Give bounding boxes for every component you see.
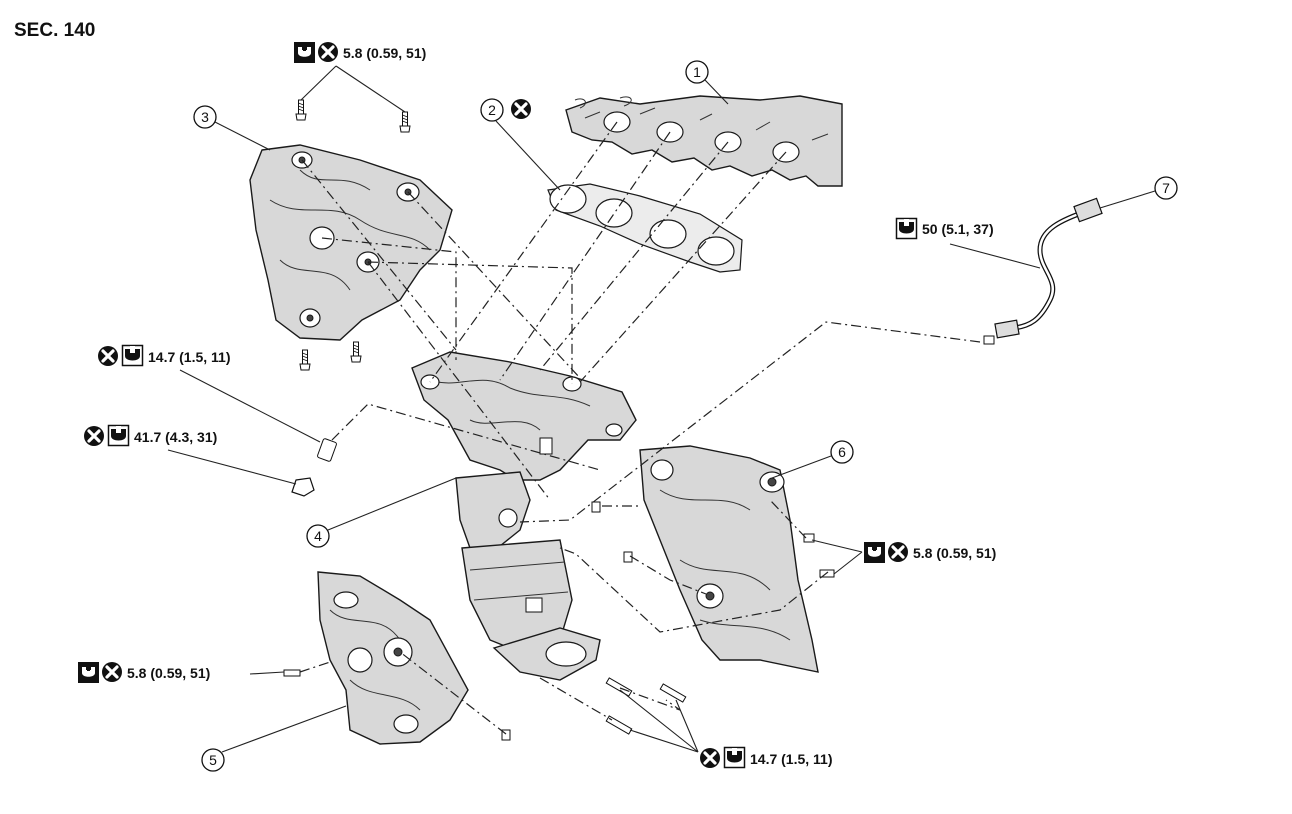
replace-icon (509, 97, 533, 121)
torque-wrench-icon (107, 424, 130, 447)
replace-icon (886, 540, 910, 564)
torque-wrench-icon (895, 217, 918, 240)
hex-socket-icon (78, 662, 99, 683)
callout-2: 2 (480, 97, 561, 191)
replace-icon (82, 424, 106, 448)
heat-insulator-lower-right (639, 445, 819, 673)
callout-7: 7 (1099, 176, 1178, 209)
replace-icon (96, 344, 120, 368)
callout-6: 6 (771, 440, 854, 479)
svg-text:7: 7 (1162, 180, 1170, 196)
hex-socket-icon (294, 42, 315, 63)
torque-spec-upper-insulator: 5.8 (0.59, 51) (294, 40, 426, 113)
hex-socket-icon (864, 542, 885, 563)
svg-text:4: 4 (314, 528, 322, 544)
replace-icon (698, 746, 722, 770)
svg-text:14.7 (1.5, 11): 14.7 (1.5, 11) (148, 349, 231, 365)
manifold-stud (317, 438, 337, 462)
svg-text:41.7 (4.3, 31): 41.7 (4.3, 31) (134, 429, 217, 445)
torque-spec-lower-right-insulator: 5.8 (0.59, 51) (811, 539, 996, 575)
callout-5: 5 (201, 705, 347, 772)
svg-text:5.8 (0.59, 51): 5.8 (0.59, 51) (913, 545, 996, 561)
svg-text:5: 5 (209, 752, 217, 768)
bolt-lower-left (283, 669, 301, 677)
torque-wrench-icon (723, 746, 746, 769)
torque-spec-manifold-nut: 41.7 (4.3, 31) (82, 424, 297, 485)
callout-1: 1 (685, 60, 729, 105)
svg-text:50 (5.1, 37): 50 (5.1, 37) (922, 221, 994, 237)
svg-text:3: 3 (201, 109, 209, 125)
cylinder-head (565, 95, 843, 187)
svg-text:5.8 (0.59, 51): 5.8 (0.59, 51) (127, 665, 210, 681)
heat-insulator-upper (249, 144, 453, 341)
replace-icon (316, 40, 340, 64)
section-label: SEC. 140 (14, 20, 96, 41)
bolt-lower-left-2 (501, 729, 511, 741)
svg-text:1: 1 (693, 64, 701, 80)
svg-text:14.7 (1.5, 11): 14.7 (1.5, 11) (750, 751, 833, 767)
torque-spec-lower-left-insulator: 5.8 (0.59, 51) (78, 660, 285, 684)
catalyst-studs (605, 677, 687, 735)
assembly-lines (299, 121, 981, 735)
svg-text:5.8 (0.59, 51): 5.8 (0.59, 51) (343, 45, 426, 61)
replace-icon (100, 660, 124, 684)
exhaust-manifold-gasket (547, 183, 743, 273)
svg-text:6: 6 (838, 444, 846, 460)
heat-insulator-lower-left (317, 571, 469, 745)
torque-spec-manifold-stud: 14.7 (1.5, 11) (96, 344, 321, 443)
manifold-nut (291, 477, 315, 497)
air-fuel-ratio-sensor (983, 197, 1103, 345)
torque-spec-af-sensor: 50 (5.1, 37) (895, 217, 1041, 269)
torque-spec-catalyst-studs: 14.7 (1.5, 11) (619, 689, 833, 770)
callout-3: 3 (193, 105, 271, 151)
svg-text:2: 2 (488, 102, 496, 118)
exhaust-manifold-catalyst (411, 351, 637, 681)
torque-wrench-icon (121, 344, 144, 367)
callout-4: 4 (306, 477, 457, 548)
